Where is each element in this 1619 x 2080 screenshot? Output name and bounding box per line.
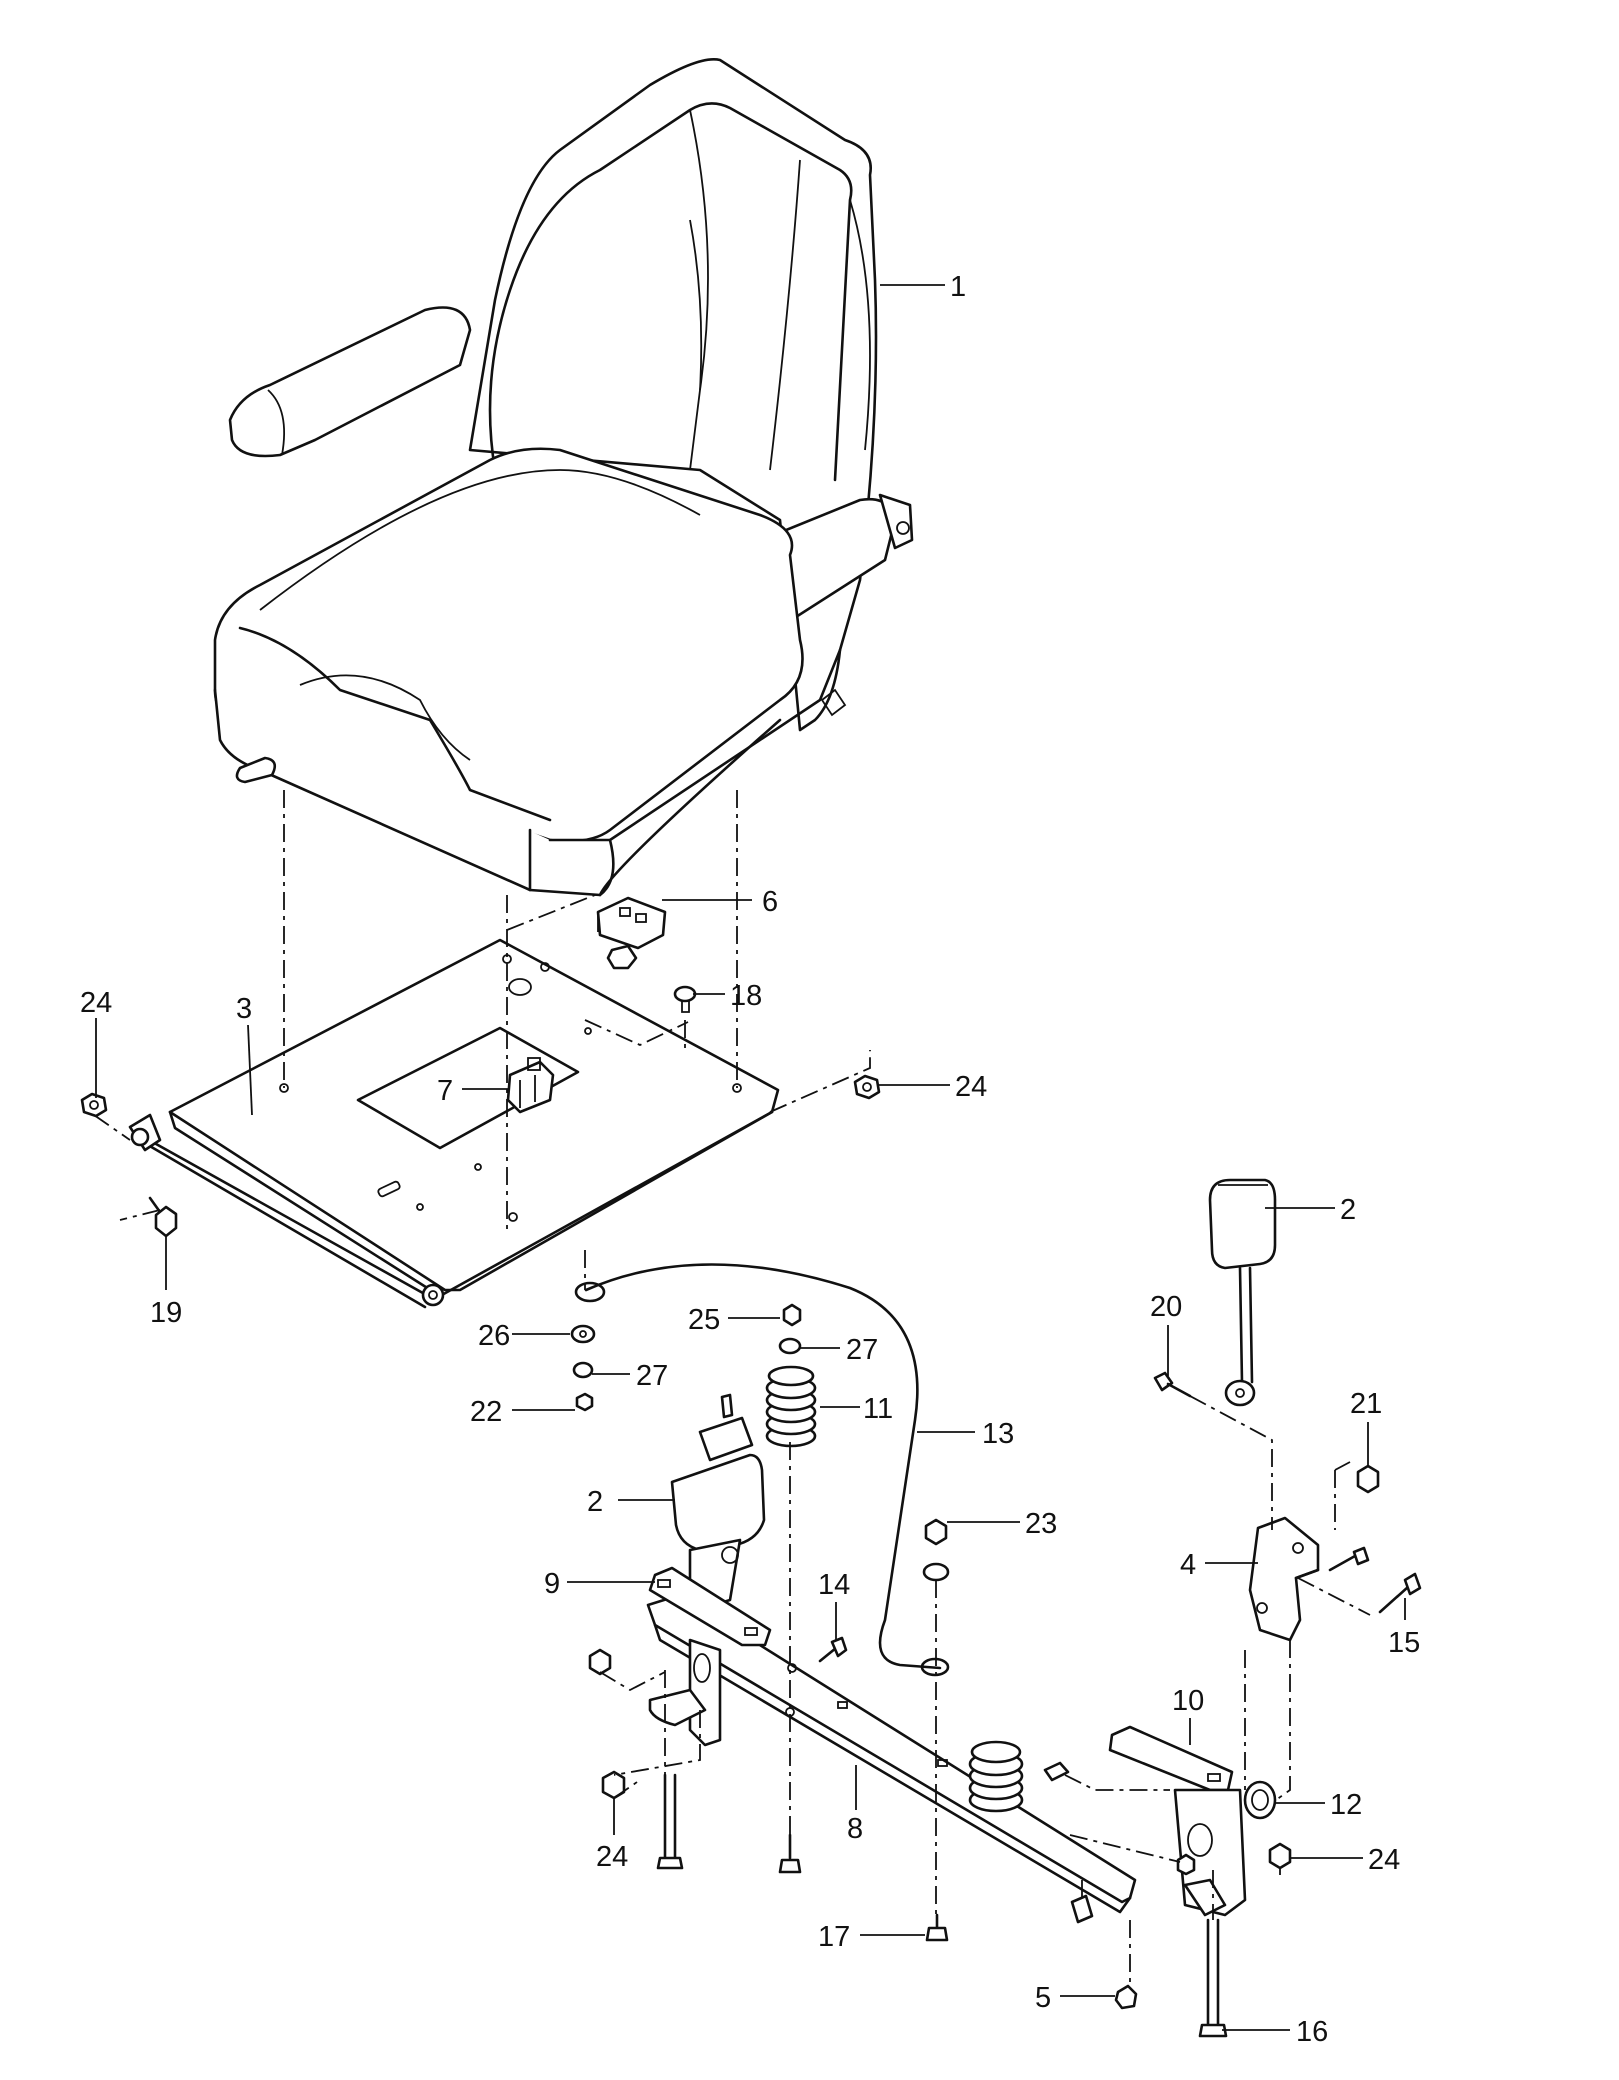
bracket-6 — [596, 896, 667, 970]
callout-6: 6 — [762, 886, 778, 918]
hardware-stack-left — [570, 1303, 802, 1412]
belt-buckle-2 — [1208, 1178, 1277, 1407]
callout-19: 19 — [150, 1297, 182, 1329]
callout-25: 25 — [688, 1304, 720, 1336]
callout-20: 20 — [1150, 1291, 1182, 1323]
callout-7: 7 — [437, 1075, 453, 1107]
callout-13: 13 — [982, 1418, 1014, 1450]
callout-5: 5 — [1035, 1982, 1051, 2014]
assembly-lines — [93, 790, 1371, 1988]
callout-24-lower-left: 24 — [596, 1841, 628, 1873]
cable-13 — [574, 1263, 950, 1677]
callout-15: 15 — [1388, 1627, 1420, 1659]
callout-23: 23 — [1025, 1508, 1057, 1540]
callout-27-right: 27 — [846, 1334, 878, 1366]
plug-18 — [673, 985, 697, 1013]
callout-17: 17 — [818, 1921, 850, 1953]
seat — [213, 58, 914, 897]
callout-16: 16 — [1296, 2016, 1328, 2048]
callout-10: 10 — [1172, 1685, 1204, 1717]
callout-1: 1 — [950, 271, 966, 303]
switch-7 — [506, 1057, 555, 1114]
spring-11 — [765, 1365, 817, 1448]
nuts-and-bolts-upper — [80, 1074, 881, 1238]
callout-18: 18 — [730, 980, 762, 1012]
callout-24-lower-right: 24 — [1368, 1844, 1400, 1876]
callout-2-receiver: 2 — [587, 1486, 603, 1518]
crossbar-8 — [646, 1566, 1137, 1914]
callout-12: 12 — [1330, 1789, 1362, 1821]
bracket-10 — [1043, 1725, 1292, 1917]
callout-11: 11 — [863, 1393, 893, 1425]
callout-3: 3 — [236, 993, 252, 1025]
callout-24-upper-right: 24 — [955, 1071, 987, 1103]
callout-2-buckle: 2 — [1340, 1194, 1356, 1226]
callout-8: 8 — [847, 1813, 863, 1845]
leader-lines — [95, 284, 1406, 2031]
bracket-4 — [1248, 1516, 1320, 1642]
callout-14: 14 — [818, 1569, 850, 1601]
callout-26: 26 — [478, 1320, 510, 1352]
spring-lower — [968, 1740, 1024, 1813]
hardware-right — [818, 1371, 1422, 1663]
callout-22: 22 — [470, 1396, 502, 1428]
callout-21: 21 — [1350, 1388, 1382, 1420]
callout-9: 9 — [544, 1568, 560, 1600]
callout-numbers: 1 2 2 3 4 5 6 7 8 9 10 11 12 13 14 15 16… — [80, 271, 1420, 2048]
callout-27-left: 27 — [636, 1360, 668, 1392]
callout-4: 4 — [1180, 1549, 1196, 1581]
callout-24-left: 24 — [80, 987, 112, 1019]
